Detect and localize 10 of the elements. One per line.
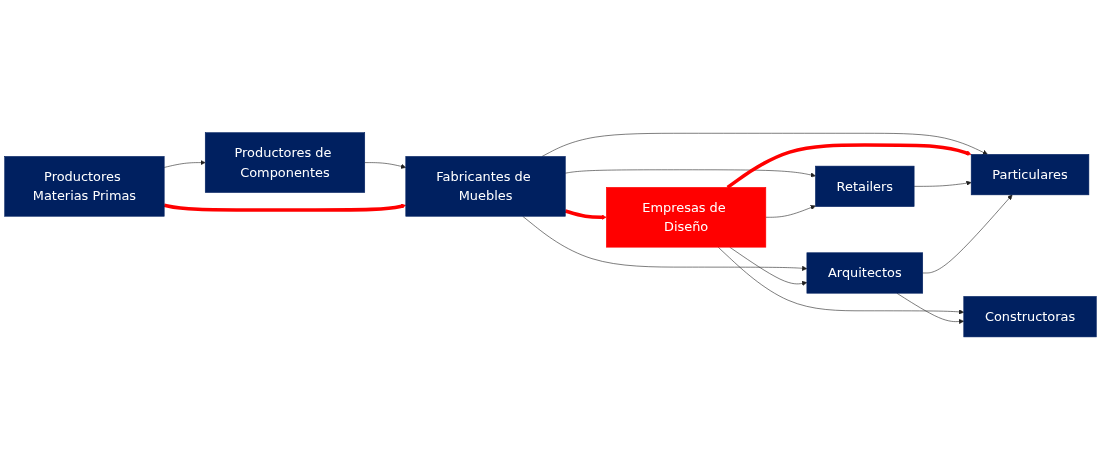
- node-box: Fabricantes de Muebles: [405, 156, 566, 217]
- node-box: Particulares: [970, 154, 1090, 196]
- arrow: [163, 203, 406, 213]
- arrow: [564, 209, 607, 221]
- node-box: Productores de Componentes: [204, 132, 366, 193]
- node-box: Constructoras: [963, 296, 1097, 338]
- node-box: Empresas de Diseño: [606, 187, 767, 248]
- node-box: Retailers: [815, 166, 915, 208]
- node-box: Productores Materias Primas: [4, 156, 165, 217]
- node-box: Arquitectos: [806, 252, 923, 294]
